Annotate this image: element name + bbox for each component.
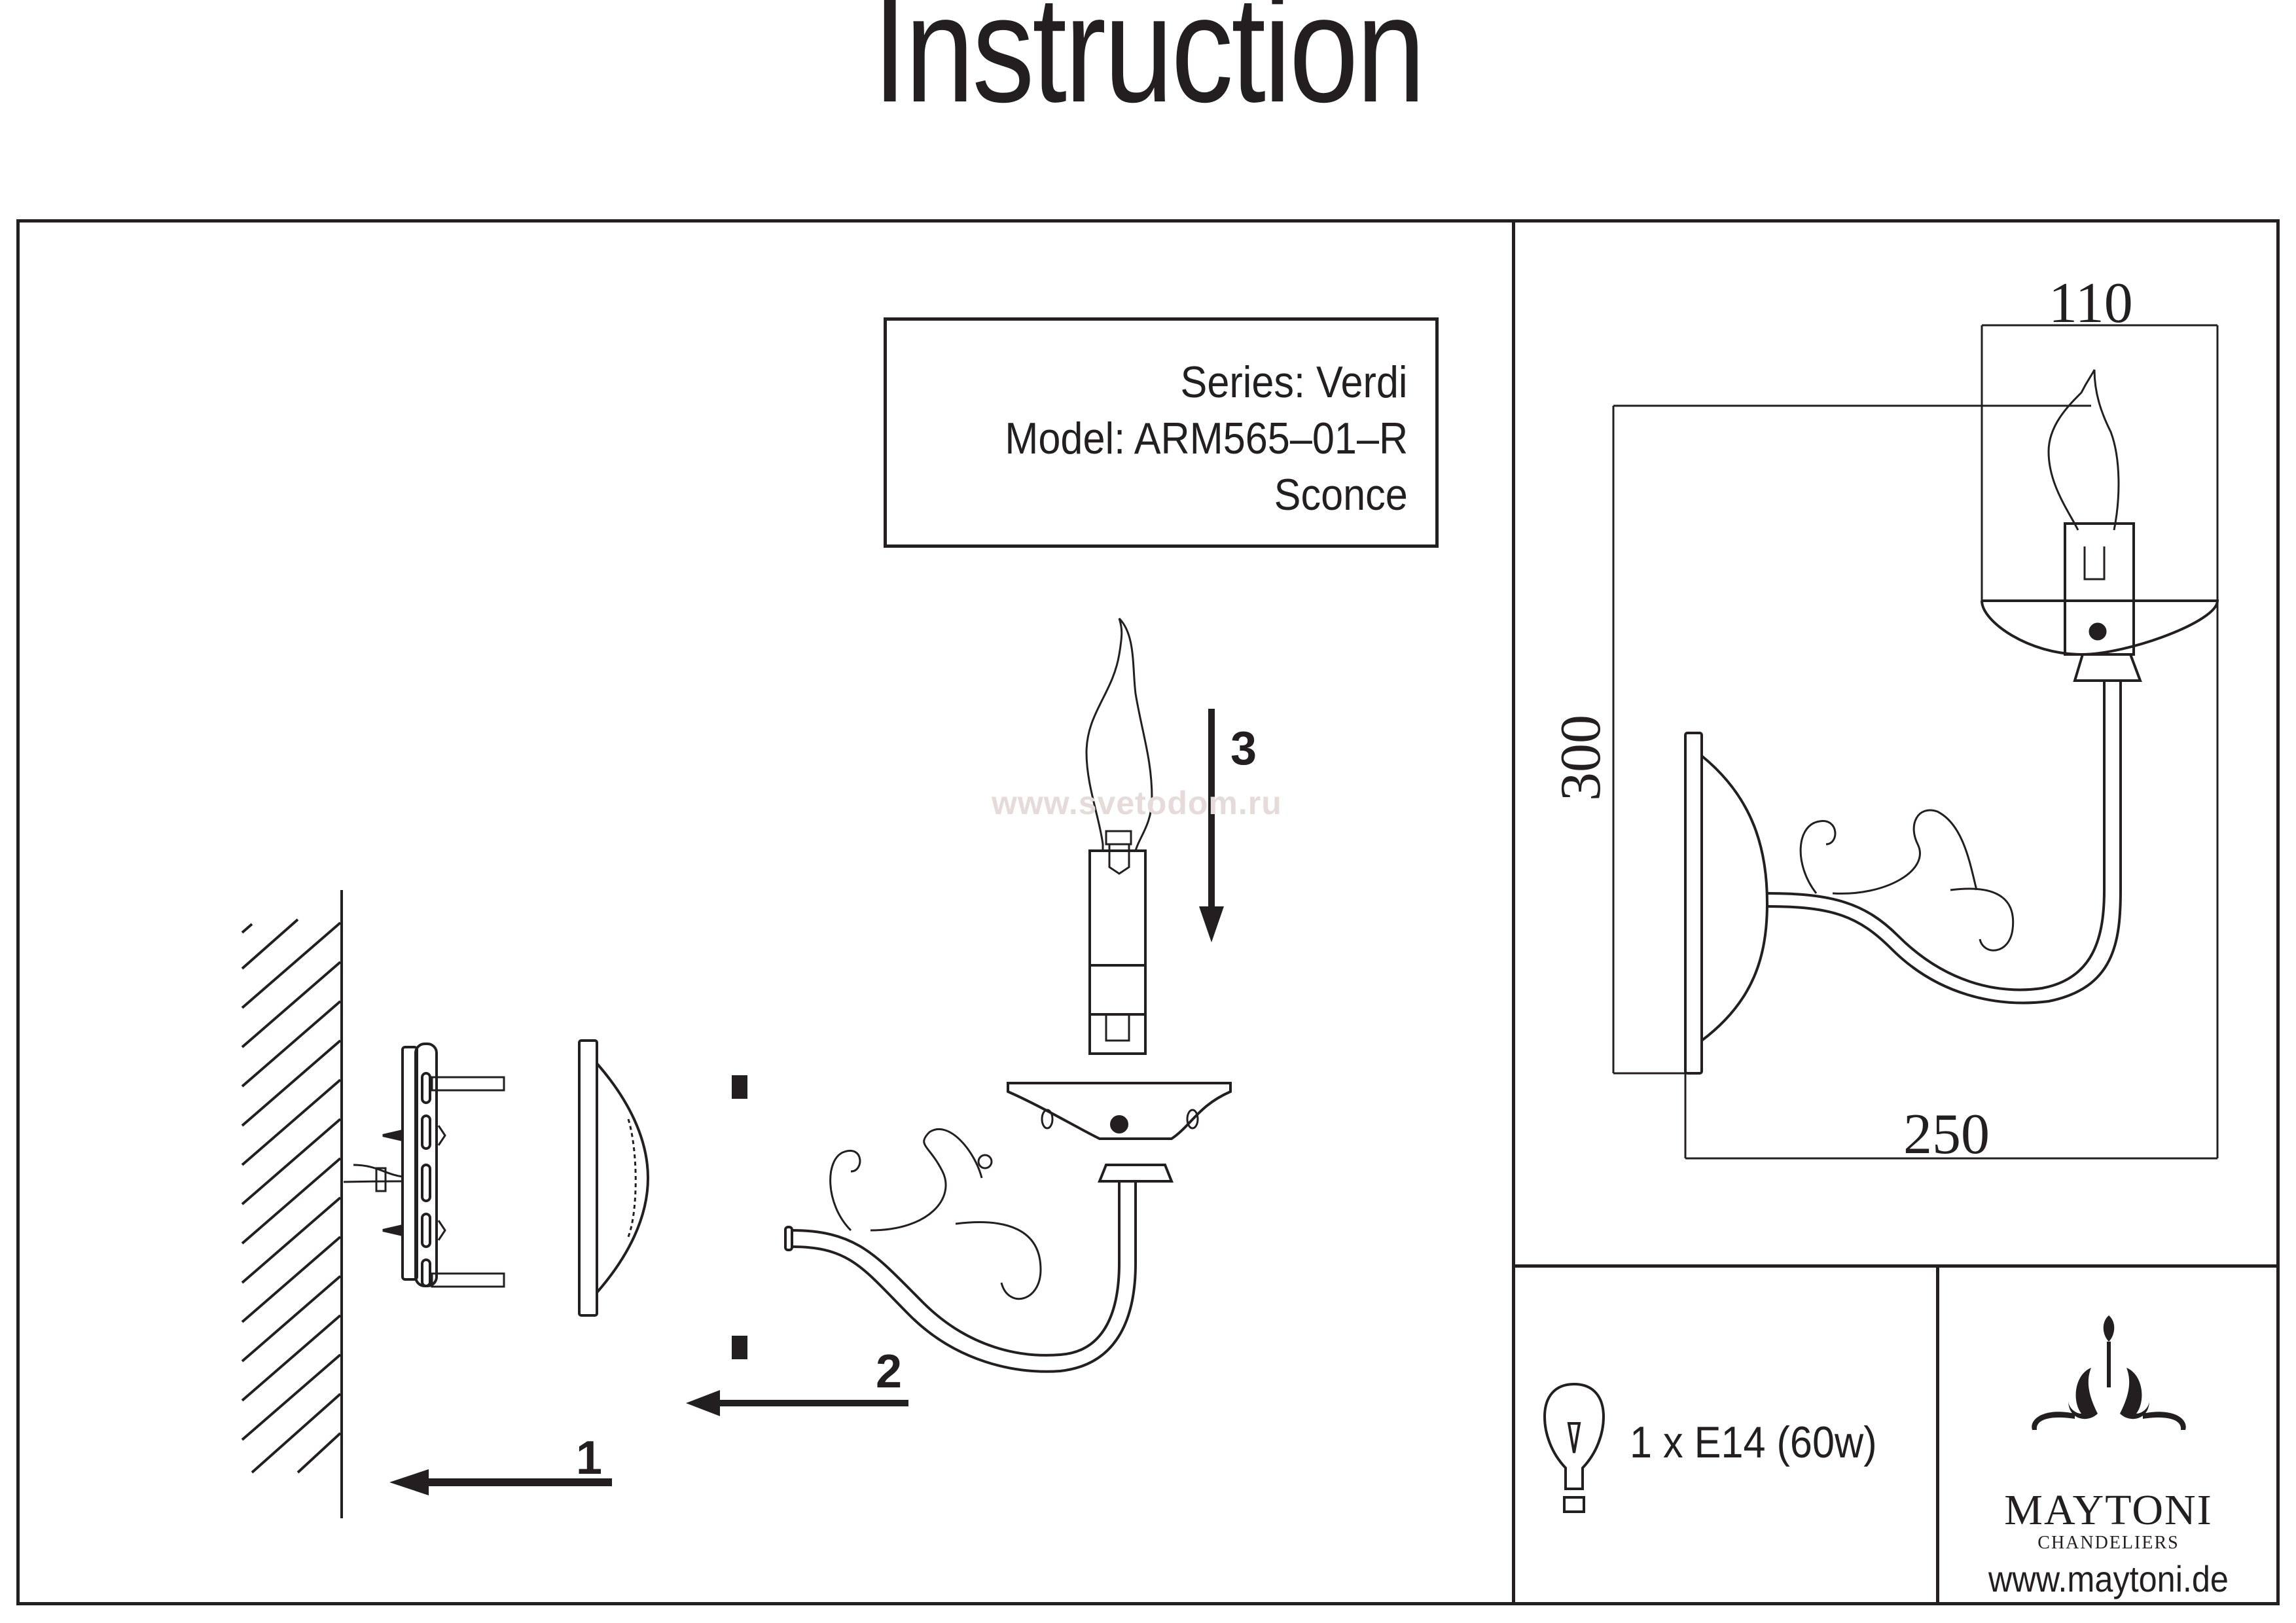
product-info-box: Series: Verdi Model: ARM565–01–R Sconce <box>884 317 1439 548</box>
wall-hatch-icon <box>241 890 343 1518</box>
step-number-1: 1 <box>576 1432 603 1484</box>
panel-divider-vertical <box>1512 219 1515 1605</box>
mounting-plate-icon <box>343 1043 505 1288</box>
watermark-text: www.svetodom.ru <box>992 785 1282 821</box>
dimension-shade-width: 110 <box>2049 272 2133 335</box>
arrow-left-icon <box>686 1390 908 1416</box>
product-type-label: Sconce <box>1274 470 1408 520</box>
canopy-icon <box>578 1039 650 1317</box>
nut-icon <box>732 1336 747 1359</box>
brand-name: MAYTONI <box>2004 1486 2213 1534</box>
dimension-depth: 250 <box>1903 1103 1990 1166</box>
brand-tagline: CHANDELIERS <box>2037 1533 2179 1553</box>
nut-icon <box>732 1075 747 1099</box>
cell-divider-vertical <box>1936 1264 1939 1605</box>
brand-website-link[interactable]: www.maytoni.de <box>1988 1558 2229 1599</box>
candle-bulb-icon <box>1085 617 1153 1055</box>
dimension-drawing <box>1612 324 2219 1160</box>
step-number-2: 2 <box>876 1346 903 1398</box>
dimension-height: 300 <box>1549 715 1613 801</box>
arrow-down-icon <box>1199 709 1224 942</box>
sconce-arm-icon <box>784 1082 1232 1373</box>
light-bulb-icon <box>1543 1382 1605 1513</box>
bulb-spec: 1 x E14 (60w) <box>1630 1418 1877 1467</box>
model-label: Model: ARM565–01–R <box>1005 414 1408 463</box>
series-label: Series: Verdi <box>1181 357 1408 407</box>
panel-divider-horizontal <box>1512 1264 2280 1268</box>
arrow-left-icon <box>389 1469 612 1495</box>
instruction-frame <box>16 219 2280 1605</box>
chandelier-logo-icon <box>2032 1315 2186 1430</box>
page-title: Instruction <box>872 0 1426 134</box>
step-number-3: 3 <box>1230 722 1257 775</box>
